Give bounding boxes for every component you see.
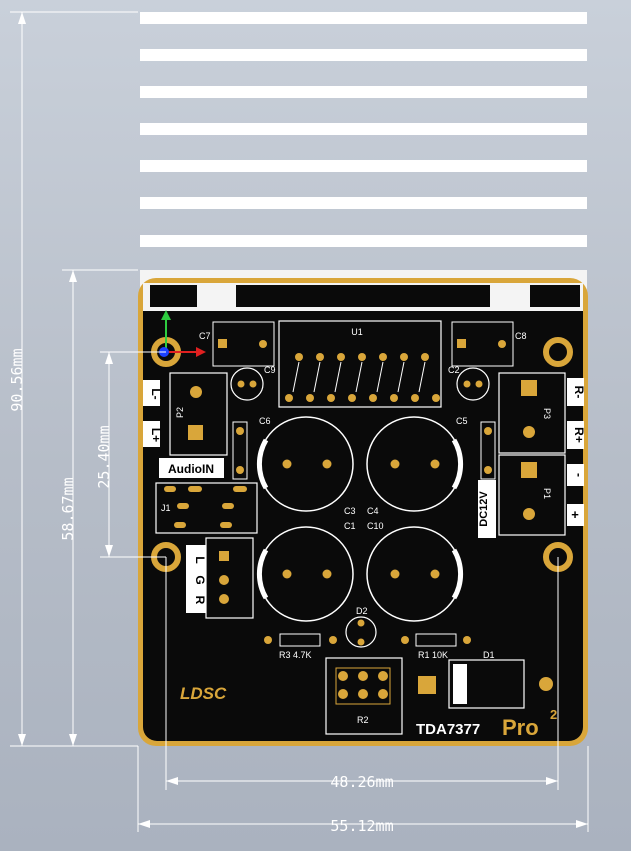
p3-label: P3 (542, 408, 552, 419)
lgr-l-label: L (193, 556, 207, 563)
c5-label: C5 (456, 416, 468, 426)
c10-label: C10 (367, 521, 384, 531)
r2-label: R2 (357, 715, 369, 725)
resistor-r3: R3 4.7K (264, 633, 337, 660)
r-plus-tag (567, 421, 584, 449)
dc12v-label: DC12V (478, 491, 490, 527)
c2-label: C2 (448, 365, 460, 375)
p2-label: P2 (175, 407, 185, 418)
heatsink-fin (140, 86, 587, 98)
d2-label: D2 (356, 606, 368, 616)
pot-r2: R2 (325, 657, 403, 735)
heatsink-fin (140, 235, 587, 247)
r-minus-tag (567, 378, 584, 406)
heatsink-fin (140, 197, 587, 209)
minus-label: - (572, 473, 586, 477)
l-minus-label: L- (149, 388, 163, 399)
capacitor-c5: C5 (366, 416, 468, 512)
heatsink-slot (236, 285, 490, 307)
l-minus-tag (143, 380, 160, 406)
c7-label: C7 (199, 331, 211, 341)
jack-j1: J1 (155, 482, 258, 534)
u1-chip: U1 (278, 320, 442, 408)
heatsink-fin (140, 123, 587, 135)
plus-tag (567, 504, 584, 526)
capacitor-c6: C6 (256, 416, 354, 512)
capacitor-c7: C7 (199, 321, 275, 367)
capacitor-c10: C4 C10 (366, 506, 464, 622)
dim-board-width: 55.12mm (330, 817, 393, 835)
dc12v-tag (478, 480, 496, 538)
dimension-lines (10, 11, 589, 832)
plus-label: + (571, 507, 579, 522)
audio-in-label: AudioIN (168, 462, 214, 476)
u1-label: U1 (351, 327, 363, 337)
dim-audio-in-height: 25.40mm (95, 425, 113, 488)
connector-p2: P2 (169, 372, 228, 456)
c8-label: C8 (515, 331, 527, 341)
heatsink-fin (140, 49, 587, 61)
header-lgr: L G R (186, 537, 254, 619)
resistor-outline (232, 421, 248, 480)
board-surface (143, 283, 583, 741)
heatsink-slot (150, 285, 197, 307)
model-suffix: Pro (502, 715, 539, 740)
l-plus-label: L+ (149, 428, 163, 442)
d1-label: D1 (483, 650, 495, 660)
heatsink-fin (140, 12, 587, 24)
r-minus-label: R- (572, 386, 586, 399)
pcb-board (138, 278, 588, 746)
model-label: TDA7377 (416, 721, 480, 738)
r3-label: R3 4.7K (279, 650, 312, 660)
r1-label: R1 10K (418, 650, 448, 660)
capacitor-c8: C8 (451, 321, 527, 367)
c3-label: C3 (344, 506, 356, 516)
dimension-arrows (18, 12, 588, 828)
p1-label: P1 (542, 488, 552, 499)
dim-hole-spacing: 48.26mm (330, 773, 393, 791)
model-superscript: 2 (550, 707, 557, 722)
via-pads (236, 427, 492, 474)
c6-label: C6 (259, 416, 271, 426)
capacitor-c1: C3 C1 (256, 506, 356, 622)
mounting-hole-icon (543, 337, 573, 367)
heatsink-slot (530, 285, 580, 307)
j1-label: J1 (161, 503, 171, 513)
connector-p1: P1 (498, 454, 566, 536)
audio-in-tag (159, 458, 224, 478)
l-plus-tag (143, 421, 160, 447)
minus-tag (567, 464, 584, 486)
resistor-r1: R1 10K (401, 633, 471, 660)
c9-label: C9 (264, 365, 276, 375)
c4-label: C4 (367, 506, 379, 516)
connector-p3: P3 (498, 372, 566, 454)
heatsink (140, 12, 587, 310)
resistor-outline (480, 421, 496, 480)
heatsink-fin (140, 160, 587, 172)
dim-total-height: 90.56mm (8, 348, 26, 411)
dim-board-height: 58.67mm (59, 477, 77, 540)
origin-axes-icon (159, 310, 206, 357)
lgr-g-label: G (193, 575, 207, 584)
diode-d1: D1 (418, 650, 553, 709)
lgr-r-label: R (193, 596, 207, 605)
capacitor-c2: C2 (448, 365, 490, 401)
r-plus-label: R+ (572, 427, 586, 443)
ldsc-logo: LDSC (180, 684, 227, 703)
led-d2: D2 (345, 606, 377, 648)
c1-label: C1 (344, 521, 356, 531)
capacitor-c9: C9 (230, 365, 276, 401)
